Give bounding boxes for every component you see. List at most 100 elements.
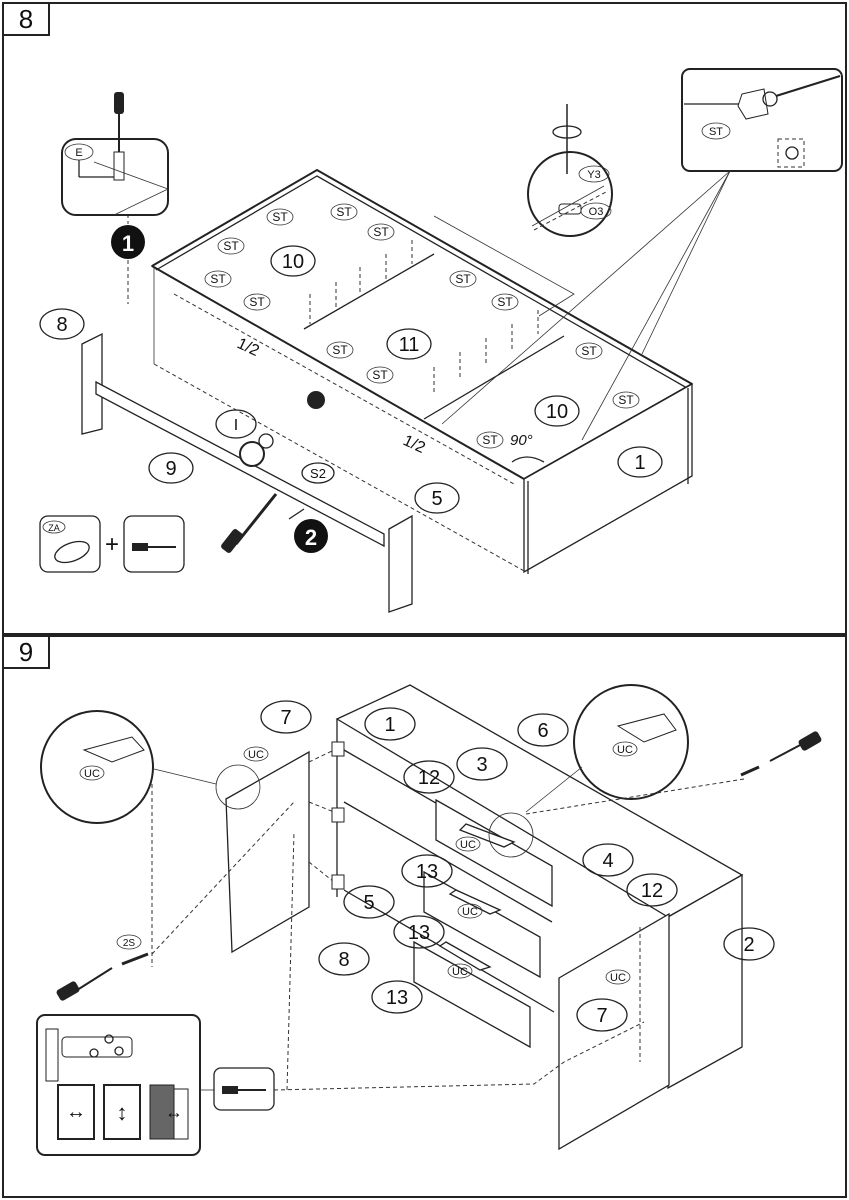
part-callouts: 7 1 12 3 6 13 5 8 13 13 4 12 2 7 (260, 700, 775, 1032)
svg-text:ST: ST (210, 272, 226, 286)
handle-detail-right: UC (488, 684, 745, 858)
half-mark: 1/2 (400, 432, 427, 457)
uc-mark: UC (457, 903, 483, 919)
svg-text:9: 9 (165, 458, 176, 480)
callout-part-4: 4 (582, 843, 634, 877)
callout-part-6: 6 (517, 713, 569, 747)
svg-text:4: 4 (602, 850, 613, 872)
svg-text:13: 13 (386, 987, 408, 1009)
step-number: 8 (4, 4, 50, 36)
svg-text:ST: ST (455, 272, 471, 286)
svg-text:I: I (234, 417, 238, 434)
callout-part-5: 5 (414, 482, 460, 514)
adjust-depth-icon: ↔ (149, 1084, 189, 1140)
callout-part-7: 7 (576, 998, 628, 1032)
screwdriver-icon (221, 493, 305, 553)
st-mark: ST (243, 293, 271, 311)
callout-part-12: 12 (403, 760, 455, 794)
svg-text:2S: 2S (123, 938, 136, 949)
cam-lock-detail-box: ST (681, 68, 843, 172)
svg-text:5: 5 (431, 488, 442, 510)
leader-lines (441, 170, 731, 441)
callout-part-11: 11 (386, 328, 432, 360)
uc-mark: UC (243, 746, 269, 762)
left-door (225, 749, 335, 954)
svg-text:UC: UC (610, 972, 626, 984)
adjust-vertical-icon: ↕ (103, 1084, 141, 1140)
angle-label: 90° (510, 432, 533, 449)
svg-text:10: 10 (282, 251, 304, 273)
screwdriver-box (213, 1067, 275, 1111)
svg-text:ST: ST (709, 126, 723, 138)
svg-text:UC: UC (248, 749, 264, 761)
step-8-illustration: ST ST ST ST ST ST ST ST ST ST ST ST ST 8… (39, 68, 843, 613)
svg-text:S2: S2 (310, 466, 326, 481)
svg-text:6: 6 (537, 720, 548, 742)
right-door (558, 912, 670, 1151)
svg-text:5: 5 (363, 892, 374, 914)
cam-lock-marks: ST ST ST ST ST ST ST ST ST ST ST ST ST (204, 203, 640, 449)
drawer-fronts (413, 798, 553, 1049)
hinges (331, 741, 345, 890)
svg-text:1: 1 (384, 714, 395, 736)
st-mark: ST (330, 203, 358, 221)
svg-text:12: 12 (418, 767, 440, 789)
callout-part-13: 13 (393, 915, 445, 949)
svg-text:↔: ↔ (66, 1101, 86, 1123)
st-mark: ST (217, 237, 245, 255)
angle-arc (511, 456, 545, 463)
screw-s2-label: S2 (301, 462, 335, 484)
half-mark: 1/2 (234, 335, 261, 360)
callout-part-8: 8 (39, 308, 85, 340)
door-screw: 2S (56, 801, 295, 1001)
uc-mark: UC (455, 836, 481, 852)
svg-text:8: 8 (338, 949, 349, 971)
svg-text:3: 3 (476, 754, 487, 776)
st-mark: ST (575, 342, 603, 360)
step-number: 9 (4, 637, 50, 669)
svg-text:UC: UC (84, 768, 100, 780)
callout-part-9: 9 (148, 452, 194, 484)
st-mark: ST (476, 431, 504, 449)
adjust-horizontal-icon: ↔ (57, 1084, 95, 1140)
step-9-illustration: 7 1 12 3 6 13 5 8 13 13 4 12 2 7 UC UC U… (36, 684, 822, 1156)
svg-text:7: 7 (596, 1005, 607, 1027)
side-panel-8 (81, 332, 413, 613)
svg-text:Y3: Y3 (587, 169, 600, 181)
svg-text:ST: ST (272, 210, 288, 224)
st-mark: ST (449, 270, 477, 288)
cover-cap-box: ZA (39, 515, 101, 573)
svg-text:11: 11 (399, 334, 420, 356)
svg-text:1: 1 (122, 231, 134, 256)
cabinet-carcass (150, 168, 694, 574)
connector-detail-circle: Y3 O3 (527, 104, 613, 237)
svg-text:UC: UC (462, 906, 478, 918)
callout-part-13: 13 (371, 980, 423, 1014)
sub-step-2-badge: 2 (294, 519, 328, 553)
svg-text:ST: ST (618, 393, 634, 407)
st-mark: ST (366, 366, 394, 384)
dowel-arrows (309, 240, 539, 394)
callout-part-1: 1 (617, 446, 663, 478)
svg-text:2: 2 (305, 525, 317, 550)
st-mark: ST (204, 270, 232, 288)
svg-text:2: 2 (743, 934, 754, 956)
step-8-panel: 8 ST ST ST ST ST ST ST ST (2, 2, 847, 635)
svg-text:13: 13 (408, 922, 430, 944)
svg-text:↔: ↔ (165, 1102, 183, 1122)
st-mark: ST (612, 391, 640, 409)
svg-text:ST: ST (332, 343, 348, 357)
svg-text:ST: ST (497, 295, 513, 309)
svg-text:ST: ST (482, 433, 498, 447)
callout-part-8: 8 (318, 942, 370, 976)
screwdriver-box (123, 515, 185, 573)
svg-text:UC: UC (617, 744, 633, 756)
svg-text:7: 7 (280, 707, 291, 729)
svg-text:ST: ST (336, 205, 352, 219)
callout-part-1: 1 (364, 707, 416, 741)
svg-text:ST: ST (223, 239, 239, 253)
svg-text:12: 12 (641, 880, 663, 902)
callout-part-10: 10 (534, 395, 580, 427)
callout-part-7: 7 (260, 700, 312, 734)
svg-text:ST: ST (249, 295, 265, 309)
